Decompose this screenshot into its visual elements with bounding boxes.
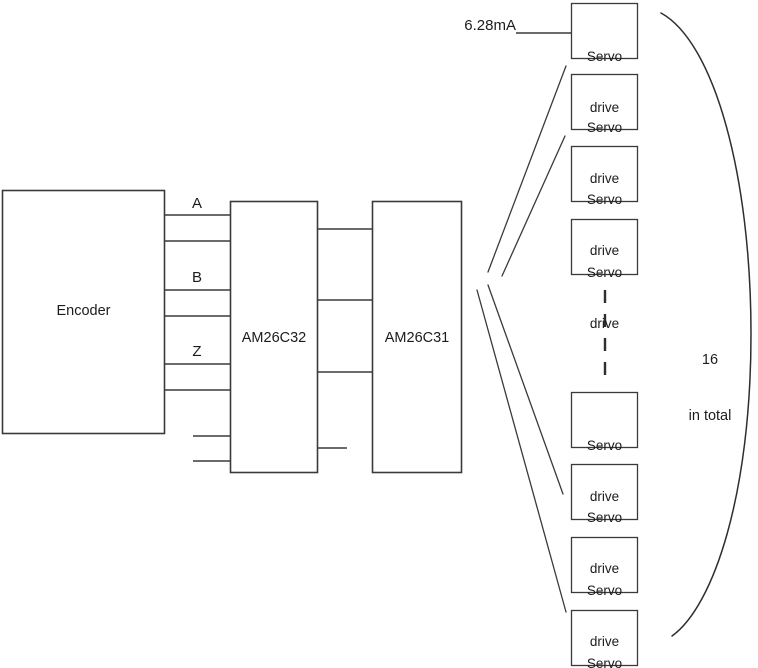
encoder-to-receiver-wires — [165, 214, 231, 462]
servo-drive-label-2: Servo drive — [571, 84, 638, 222]
servo-drive-box-6[interactable] — [570, 463, 639, 521]
fanout-line-3 — [487, 284, 564, 495]
am26c32-block-label: AM26C32 — [241, 330, 307, 346]
fanout-line-4 — [476, 289, 567, 613]
fanout-line-1 — [487, 65, 567, 273]
servo-drive-label-4-line1: Servo — [586, 264, 623, 280]
servo-drive-box-8[interactable] — [570, 609, 639, 667]
servo-drive-box-3[interactable] — [570, 145, 639, 203]
servo-drive-label-1-line1: Servo — [586, 48, 623, 64]
servo-drive-label-7: Servo drive — [571, 547, 638, 668]
servo-drive-label-6: Servo drive — [571, 474, 638, 612]
fanout-line-2 — [501, 135, 566, 277]
servo-drive-label-5: Servo drive — [571, 402, 638, 540]
servo-drive-label-6-line2: drive — [589, 561, 620, 577]
total-count-label: 16 in total — [672, 314, 748, 462]
servo-drive-label-8: Servo drive — [571, 620, 638, 668]
servo-drive-box-4[interactable] — [570, 218, 639, 276]
servo-drive-label-6-line1: Servo — [586, 509, 623, 525]
encoder-block-label: Encoder — [56, 303, 111, 319]
servo-drive-label-5-line1: Servo — [586, 437, 623, 453]
encoder-block[interactable] — [1, 189, 166, 435]
am26c32-block[interactable] — [229, 200, 319, 474]
servo-drive-label-3: Servo drive — [571, 156, 638, 294]
servo-drive-label-2-line1: Servo — [586, 119, 623, 135]
signal-label-a: A — [191, 195, 202, 212]
servo-drive-label-1: Servo drive — [571, 13, 638, 151]
servo-drive-box-1[interactable] — [570, 2, 639, 60]
signal-label-b: B — [191, 269, 202, 286]
total-count-brace — [660, 12, 752, 637]
servo-drive-label-2-line2: drive — [589, 171, 620, 187]
servo-drive-label-3-line2: drive — [589, 243, 620, 259]
current-annotation-label: 6.28mA — [464, 17, 516, 34]
servo-drive-box-2[interactable] — [570, 73, 639, 131]
servo-drive-label-7-line2: drive — [589, 634, 620, 650]
servo-drive-box-5[interactable] — [570, 391, 639, 449]
servo-drive-label-5-line2: drive — [589, 489, 620, 505]
am26c31-block[interactable] — [371, 200, 463, 474]
receiver-to-driver-wires — [318, 228, 373, 449]
servo-drive-label-4-line2: drive — [589, 316, 620, 332]
servo-drive-label-3-line1: Servo — [586, 191, 623, 207]
signal-label-z: Z — [192, 343, 202, 360]
am26c31-block-label: AM26C31 — [384, 330, 450, 346]
servo-drive-label-8-line1: Servo — [586, 655, 623, 668]
servo-drive-label-1-line2: drive — [589, 100, 620, 116]
servo-drive-boxes — [570, 2, 639, 667]
total-count-number: 16 — [701, 352, 719, 369]
total-count-caption: in total — [688, 407, 732, 424]
driver-fanout-lines — [476, 65, 567, 613]
servo-drive-box-7[interactable] — [570, 536, 639, 594]
servo-drive-label-7-line1: Servo — [586, 582, 623, 598]
servo-drive-label-4: Servo drive — [571, 229, 638, 367]
